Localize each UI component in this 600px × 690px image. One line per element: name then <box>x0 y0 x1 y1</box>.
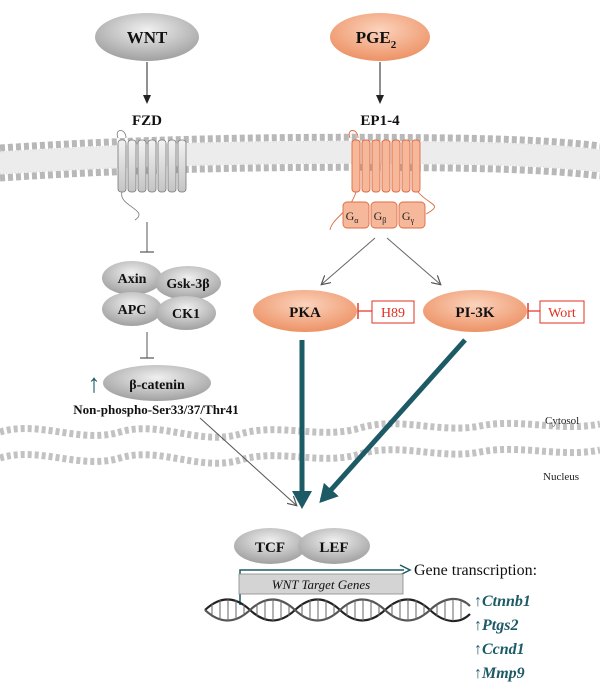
gene-arrow: ↑ <box>474 593 482 610</box>
fzd-receptor <box>116 130 187 221</box>
gene-item-ccnd1: ↑Ccnd1 <box>474 641 525 658</box>
gene-list: ↑Ctnnb1 ↑Ptgs2 ↑Ccnd1 ↑Mmp9 <box>474 593 531 682</box>
svg-text:Gα: Gα <box>346 209 360 225</box>
pka-label: PKA <box>289 305 321 321</box>
g-gamma-main: G <box>402 209 411 223</box>
g-alpha-main: G <box>346 209 355 223</box>
axin-label: Axin <box>118 272 147 287</box>
gsk3b-label: Gsk-3β <box>166 277 209 292</box>
gene-name: Ptgs2 <box>481 617 518 634</box>
apc-label: APC <box>118 303 147 318</box>
lef-label: LEF <box>319 540 348 556</box>
wnt-ligand <box>95 13 199 61</box>
gene-item-ctnnb1: ↑Ctnnb1 <box>474 593 531 610</box>
nucleus-label: Nucleus <box>543 471 579 483</box>
pi3k-label: PI-3K <box>455 305 494 321</box>
g-beta-main: G <box>374 209 383 223</box>
g-alpha-sub: α <box>354 216 359 225</box>
gene-item-mmp9: ↑Mmp9 <box>474 665 525 682</box>
wnt-label: WNT <box>127 28 168 47</box>
gene-name: Ctnnb1 <box>482 593 531 610</box>
gene-name: Mmp9 <box>481 665 525 682</box>
beta-catenin-node <box>103 365 211 401</box>
g-protein-beta: Gβ <box>370 201 398 229</box>
pi3k-node <box>423 290 527 332</box>
non-phospho-note: Non-phospho-Ser33/37/Thr41 <box>73 402 238 417</box>
dna-helix <box>204 597 471 623</box>
ck1-node <box>156 296 216 330</box>
svg-text:Gγ: Gγ <box>402 209 415 225</box>
ep-label: EP1-4 <box>360 113 400 129</box>
apc-node <box>102 292 162 326</box>
fzd-label: FZD <box>132 113 162 129</box>
transcription-arrowhead <box>399 564 412 576</box>
gsk3b-node <box>155 266 221 300</box>
wnt-target-genes-box <box>238 573 404 595</box>
gene-transcription-title: Gene transcription: <box>414 562 537 579</box>
g-gamma-sub: γ <box>410 216 415 225</box>
g-protein-gamma: Gγ <box>398 201 426 229</box>
wort-label: Wort <box>548 306 576 321</box>
axin-node <box>102 261 162 295</box>
gene-arrow: ↑ <box>474 641 482 658</box>
gene-arrow: ↑ <box>474 617 482 634</box>
plasma-membrane <box>0 133 600 182</box>
gprotein-to-pi3k-arrow <box>386 237 440 284</box>
gene-arrow: ↑ <box>474 665 482 682</box>
pge2-label: PGE2 <box>356 28 397 51</box>
svg-text:Gβ: Gβ <box>374 209 387 225</box>
gprotein-to-pka-arrow <box>322 237 376 284</box>
gene-name: Ccnd1 <box>482 641 525 658</box>
g-beta-sub: β <box>382 216 386 225</box>
tcf-node <box>234 528 306 564</box>
wort-box <box>539 300 585 324</box>
beta-catenin-to-tcf-arrow <box>199 417 296 505</box>
pge2-main: PGE <box>356 28 391 47</box>
wnt-target-genes-label: WNT Target Genes <box>272 577 370 592</box>
pge2-subscript: 2 <box>391 39 397 51</box>
tcf-label: TCF <box>255 540 285 556</box>
pge2-ligand <box>330 13 430 61</box>
pka-node <box>253 290 357 332</box>
g-protein-alpha: Gα <box>342 201 370 229</box>
pi3k-to-tcf-arrow <box>319 338 467 503</box>
h89-label: H89 <box>381 306 405 321</box>
ep-receptor <box>329 130 435 231</box>
h89-box <box>371 300 415 324</box>
ck1-label: CK1 <box>172 307 200 322</box>
gene-item-ptgs2: ↑Ptgs2 <box>474 617 518 634</box>
lef-node <box>298 528 370 564</box>
beta-catenin-label: β-catenin <box>129 378 185 393</box>
cytosol-label: Cytosol <box>545 415 579 427</box>
beta-catenin-up-arrow: ↑ <box>88 369 101 398</box>
